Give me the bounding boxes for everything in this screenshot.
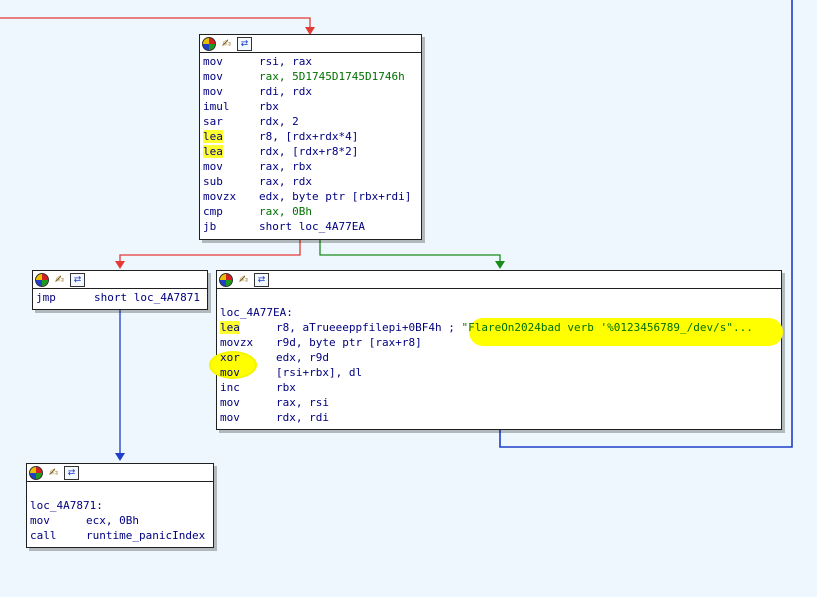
graph-overview-icon[interactable]: ⇄ <box>237 36 252 51</box>
block-header: ✍ ⇄ <box>217 271 781 289</box>
edge-false-arrow <box>115 261 125 269</box>
block-label[interactable]: loc_4A77EA: <box>220 306 293 319</box>
graph-overview-icon[interactable]: ⇄ <box>254 272 269 287</box>
highlighted-mnemonic: lea <box>203 130 223 143</box>
string-highlight-mark <box>469 318 783 346</box>
rename-pencil-icon[interactable]: ✍ <box>54 273 65 286</box>
graph-overview-icon[interactable]: ⇄ <box>70 272 85 287</box>
color-wheel-icon[interactable] <box>35 272 49 287</box>
edge-true-arrow <box>495 261 505 269</box>
edge-incoming <box>0 17 311 30</box>
graph-overview-icon[interactable]: ⇄ <box>64 465 79 480</box>
string-comment: "FlareOn2024bad verb '%0123456789_/dev/s… <box>461 321 753 334</box>
edge-incoming-arrow <box>305 27 315 35</box>
block-label[interactable]: loc_4A7871: <box>30 499 103 512</box>
xor-highlight-mark <box>209 351 257 379</box>
edge-true <box>319 240 501 264</box>
edge-jmp-arrow <box>115 453 125 461</box>
highlighted-mnemonic: lea <box>203 145 223 158</box>
edge-loop <box>499 0 793 448</box>
block-header: ✍ ⇄ <box>27 464 213 482</box>
highlighted-mnemonic: lea <box>220 321 240 334</box>
edge-false <box>119 240 301 264</box>
block-header: ✍ ⇄ <box>200 35 421 53</box>
asm-line[interactable]: mov[rsi+rbx], dl <box>220 366 363 379</box>
color-wheel-icon[interactable] <box>29 465 43 480</box>
block-header: ✍ ⇄ <box>33 271 207 289</box>
rename-pencil-icon[interactable]: ✍ <box>48 466 59 479</box>
color-wheel-icon[interactable] <box>202 36 216 51</box>
color-wheel-icon[interactable] <box>219 272 233 287</box>
rename-pencil-icon[interactable]: ✍ <box>221 37 232 50</box>
rename-pencil-icon[interactable]: ✍ <box>238 273 249 286</box>
